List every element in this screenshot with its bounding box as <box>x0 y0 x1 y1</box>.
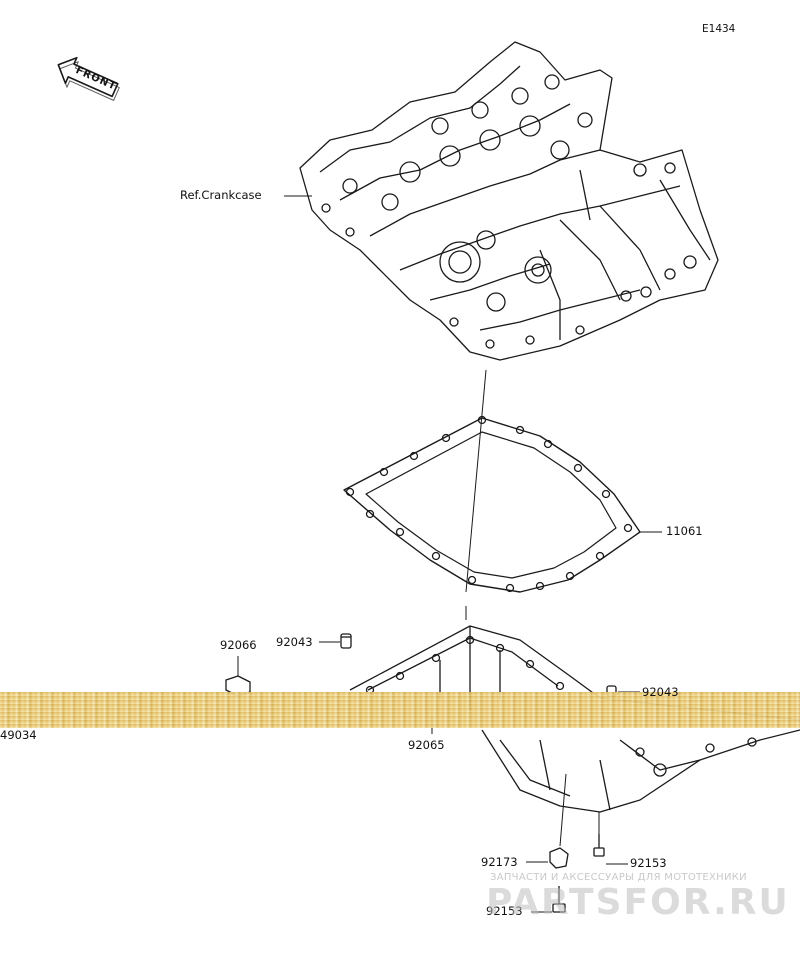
drain-plug-icon <box>225 656 251 697</box>
scan-artifact-strip <box>0 692 800 728</box>
ref-crankcase-label: Ref.Crankcase <box>180 188 262 202</box>
crankcase-icon <box>299 41 719 361</box>
part-number-bolt-bottom: 92153 <box>486 904 523 918</box>
part-number-oil-pan: 49034 <box>0 728 37 742</box>
part-number-gasket: 11061 <box>666 524 703 538</box>
bolt-icon <box>552 886 566 913</box>
dowel-pin-icon <box>340 633 352 649</box>
diagram-code: E1434 <box>702 23 736 35</box>
watermark-brand: PARTSFOR.RU <box>486 882 790 923</box>
part-number-washer: 92065 <box>408 738 445 752</box>
watermark-tagline: ЗАПЧАСТИ И АКСЕССУАРЫ ДЛЯ МОТОТЕХНИКИ <box>490 872 747 883</box>
front-arrow-icon <box>57 56 120 101</box>
bolt-icon <box>593 834 605 857</box>
part-number-bolt-right: 92153 <box>630 856 667 870</box>
gasket-icon <box>343 415 641 593</box>
part-number-dowel-left: 92043 <box>276 635 313 649</box>
clamp-icon <box>549 847 569 869</box>
part-number-clamp: 92173 <box>481 855 518 869</box>
part-number-drain-plug: 92066 <box>220 638 257 652</box>
part-number-dowel-right: 92043 <box>642 685 679 699</box>
